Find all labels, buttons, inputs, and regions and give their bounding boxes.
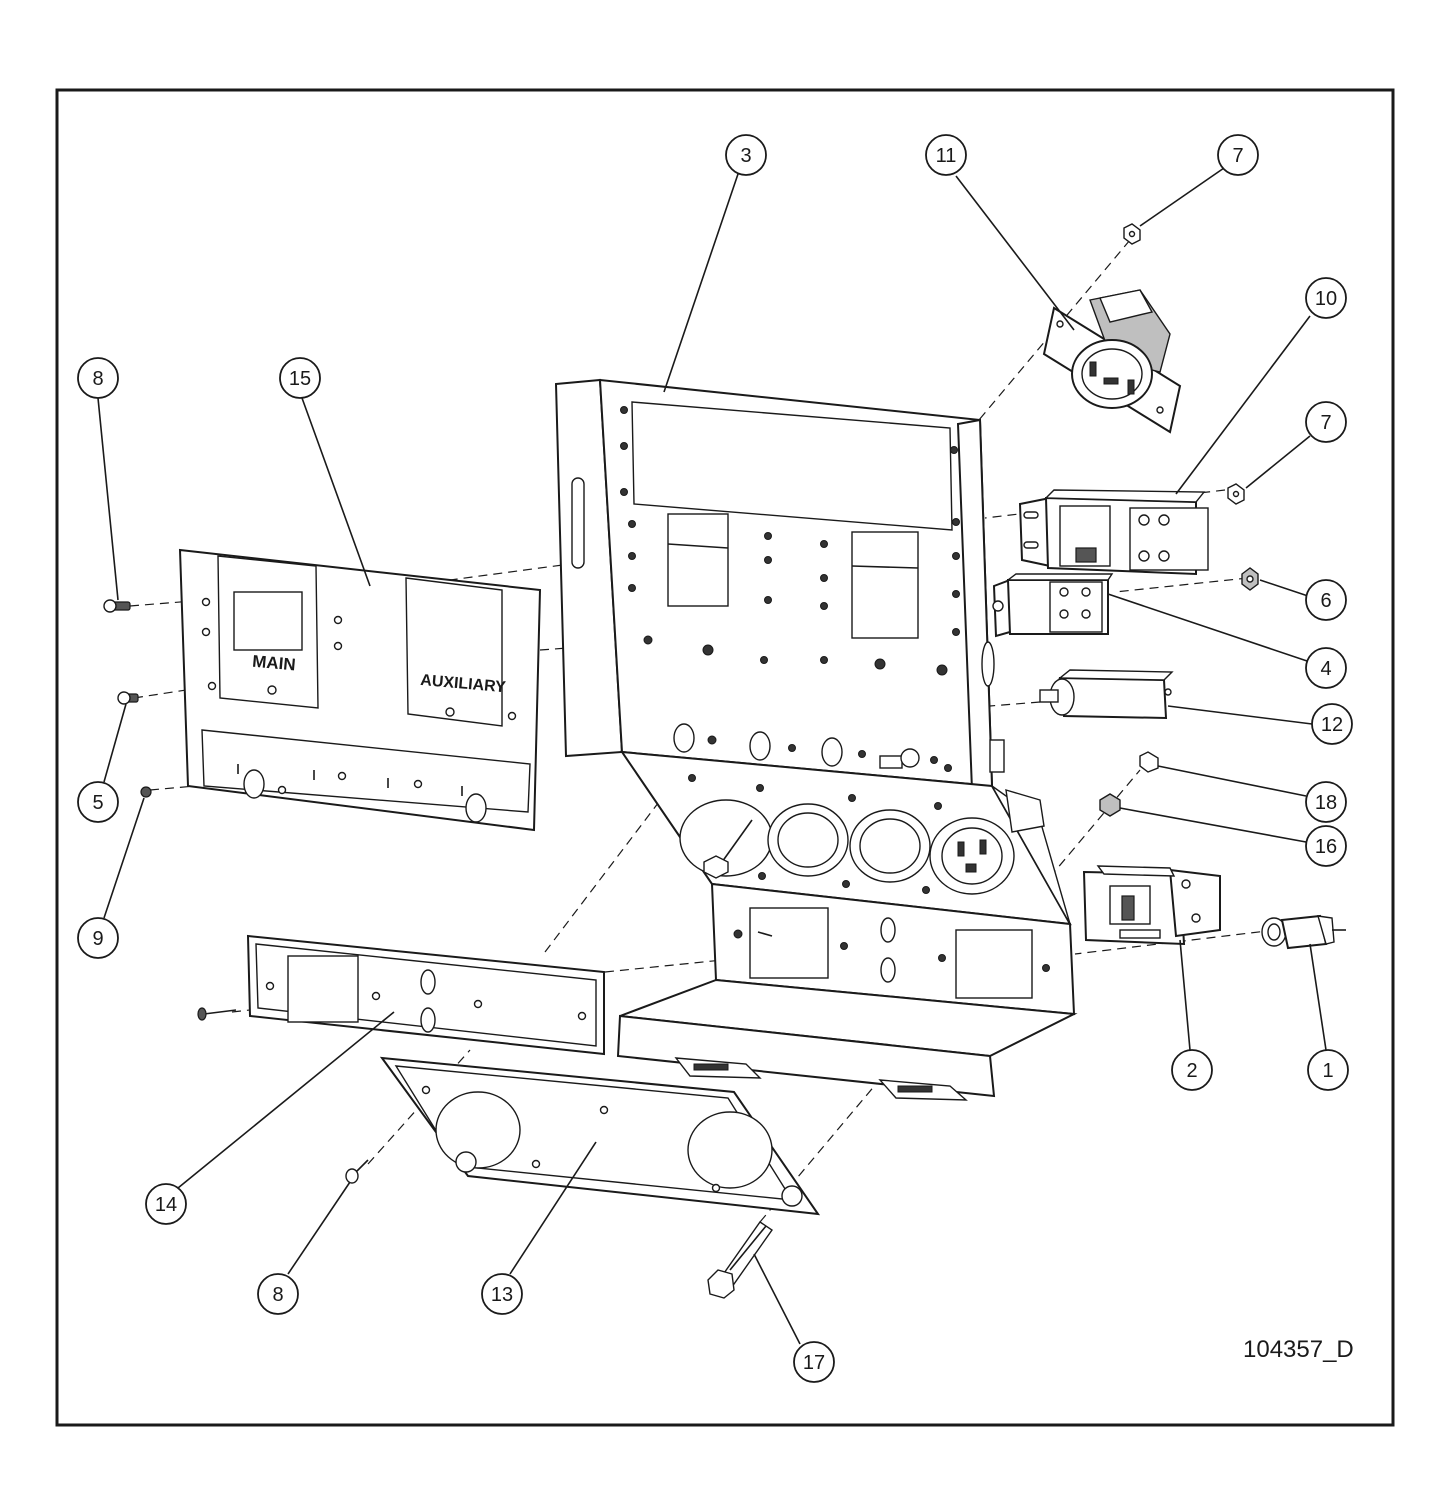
svg-text:17: 17: [803, 1352, 825, 1374]
svg-text:6: 6: [1320, 590, 1331, 612]
lower-base-bracket: [616, 882, 1078, 1101]
svg-text:4: 4: [1320, 658, 1331, 680]
callout-7-mid: 7: [1305, 401, 1347, 443]
callout-17: 17: [793, 1341, 835, 1383]
main-panel-bracket: [554, 378, 1005, 792]
faceplate-overlay: MAIN AUXILIARY: [178, 548, 542, 832]
svg-text:12: 12: [1321, 714, 1343, 736]
callout-6: 6: [1305, 579, 1347, 621]
svg-text:3: 3: [740, 145, 751, 167]
main-label: MAIN: [252, 652, 297, 675]
small-breaker-4: [992, 573, 1114, 638]
bottom-gasket-plate: [379, 1056, 821, 1216]
screw-left-strip: [197, 1007, 237, 1021]
round-receptacle-11: [1042, 289, 1182, 434]
svg-text:14: 14: [155, 1194, 177, 1216]
svg-text:8: 8: [272, 1284, 283, 1306]
svg-text:16: 16: [1315, 836, 1337, 858]
drawing-border: [55, 88, 1395, 1427]
drawing-number: 104357_D: [1243, 1336, 1354, 1363]
callout-1: 1: [1307, 1049, 1349, 1091]
nut-6: [1241, 567, 1259, 591]
angled-receptacle-plate: [619, 750, 1072, 926]
push-switch-12: [1039, 669, 1174, 720]
svg-text:8: 8: [92, 368, 103, 390]
svg-text:9: 9: [92, 928, 103, 950]
toggle-switch-1: [1261, 914, 1346, 950]
nut-7-top: [1123, 223, 1141, 245]
svg-text:2: 2: [1186, 1060, 1197, 1082]
svg-text:7: 7: [1320, 412, 1331, 434]
callout-leaders: [97, 167, 1327, 1345]
svg-text:10: 10: [1315, 288, 1337, 310]
callout-9: 9: [77, 917, 119, 959]
callout-14: 14: [145, 1183, 187, 1225]
callout-4: 4: [1305, 647, 1347, 689]
screw-9: [140, 786, 152, 798]
svg-text:1: 1: [1322, 1060, 1333, 1082]
lower-overlay-strip: [246, 934, 605, 1056]
svg-text:13: 13: [491, 1284, 513, 1306]
callout-2: 2: [1171, 1049, 1213, 1091]
svg-text:7: 7: [1232, 145, 1243, 167]
callout-12: 12: [1311, 703, 1353, 745]
callout-16: 16: [1305, 825, 1347, 867]
screw-8-bottom: [345, 1159, 369, 1184]
nut-7-mid: [1227, 483, 1245, 505]
bolt-17: [707, 1221, 773, 1299]
callout-8-bottom: 8: [257, 1273, 299, 1315]
circuit-breaker-10: [1018, 489, 1209, 576]
callout-11: 11: [925, 134, 967, 176]
callout-3: 3: [725, 134, 767, 176]
screw-8-top: [103, 599, 131, 613]
callout-10: 10: [1305, 277, 1347, 319]
gfci-receptacle-2: [1082, 865, 1221, 946]
callout-13: 13: [481, 1273, 523, 1315]
svg-text:18: 18: [1315, 792, 1337, 814]
callout-8-top: 8: [77, 357, 119, 399]
callout-15: 15: [279, 357, 321, 399]
callout-7-top: 7: [1217, 134, 1259, 176]
svg-text:5: 5: [92, 792, 103, 814]
svg-text:15: 15: [289, 368, 311, 390]
nut-18: [1139, 751, 1159, 773]
screw-5: [117, 691, 139, 705]
svg-text:11: 11: [936, 145, 957, 167]
callout-18: 18: [1305, 781, 1347, 823]
nut-16: [1099, 793, 1121, 817]
callout-5: 5: [77, 781, 119, 823]
